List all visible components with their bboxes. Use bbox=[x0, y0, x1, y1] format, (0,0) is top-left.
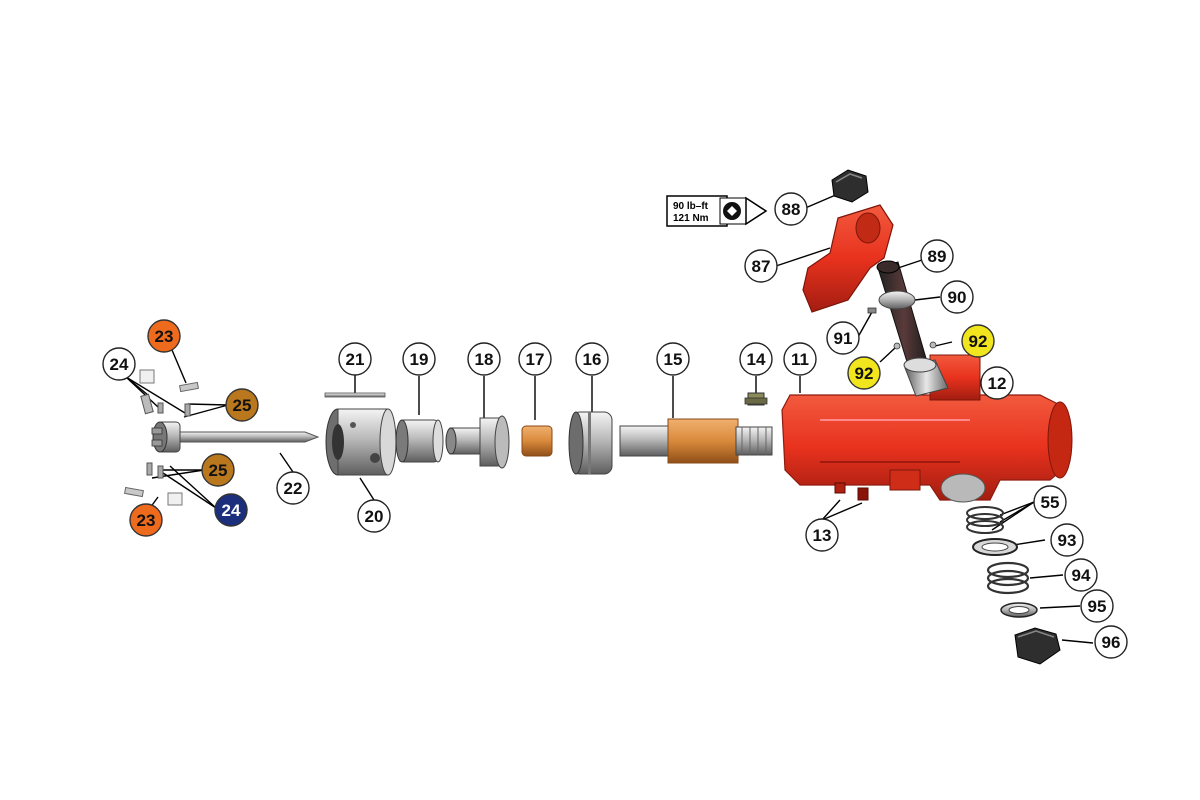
nut-part-88 bbox=[831, 169, 869, 203]
label-55: 55 bbox=[1041, 493, 1060, 512]
label-14: 14 bbox=[747, 350, 766, 369]
label-15: 15 bbox=[664, 350, 683, 369]
shaft-part-15 bbox=[619, 418, 773, 464]
torque-callout: 90 lb–ft 121 Nm bbox=[666, 195, 768, 227]
label-87: 87 bbox=[752, 257, 771, 276]
torque-lbft: 90 lb–ft bbox=[673, 201, 709, 212]
label-23-top: 23 bbox=[155, 327, 174, 346]
torque-nm: 121 Nm bbox=[673, 213, 709, 224]
label-92-right: 92 bbox=[969, 332, 988, 351]
ring-part-95 bbox=[1000, 602, 1038, 618]
label-96: 96 bbox=[1102, 633, 1121, 652]
label-92-left: 92 bbox=[855, 364, 874, 383]
front-head-part bbox=[325, 408, 397, 476]
label-19: 19 bbox=[410, 350, 429, 369]
label-16: 16 bbox=[583, 350, 602, 369]
label-17: 17 bbox=[526, 350, 545, 369]
pin-part bbox=[324, 392, 386, 398]
ball-parts-92 bbox=[893, 341, 937, 350]
label-91: 91 bbox=[834, 329, 853, 348]
label-25-top: 25 bbox=[233, 396, 252, 415]
collar-part-90 bbox=[878, 290, 916, 310]
label-94: 94 bbox=[1072, 566, 1091, 585]
label-20: 20 bbox=[365, 507, 384, 526]
retainer-clips bbox=[124, 369, 199, 506]
bronze-part-17 bbox=[521, 425, 553, 457]
callout-badges: 23 25 25 24 23 92 92 bbox=[102, 192, 1128, 659]
label-11: 11 bbox=[791, 350, 809, 369]
valve-part-18 bbox=[445, 415, 510, 469]
label-13: 13 bbox=[813, 526, 832, 545]
leader-lines bbox=[125, 193, 1094, 644]
bracket-part-87 bbox=[802, 204, 894, 313]
label-95: 95 bbox=[1088, 597, 1107, 616]
chisel-bit bbox=[151, 421, 320, 453]
spring-part-55 bbox=[966, 506, 1004, 534]
label-88: 88 bbox=[782, 200, 801, 219]
main-housing bbox=[781, 354, 1073, 503]
spring-part-94 bbox=[986, 561, 1030, 595]
label-18: 18 bbox=[475, 350, 494, 369]
label-90: 90 bbox=[948, 288, 967, 307]
label-23-bottom: 23 bbox=[137, 511, 156, 530]
label-25-bottom: 25 bbox=[209, 461, 228, 480]
sleeve-part-12 bbox=[903, 357, 949, 397]
washer-part-93 bbox=[972, 538, 1018, 556]
plug-parts-13 bbox=[834, 482, 869, 501]
small-part-91 bbox=[867, 307, 877, 314]
piston-part-16 bbox=[568, 411, 613, 475]
bushing-part-19 bbox=[395, 419, 444, 463]
fitting-part-14 bbox=[744, 392, 768, 406]
nut-part-96 bbox=[1014, 627, 1061, 665]
label-21: 21 bbox=[346, 350, 365, 369]
label-89: 89 bbox=[928, 247, 947, 266]
label-24-bottom: 24 bbox=[222, 501, 241, 520]
label-12: 12 bbox=[988, 374, 1007, 393]
label-93: 93 bbox=[1058, 531, 1077, 550]
label-24-top: 24 bbox=[110, 355, 129, 374]
label-22: 22 bbox=[284, 479, 303, 498]
